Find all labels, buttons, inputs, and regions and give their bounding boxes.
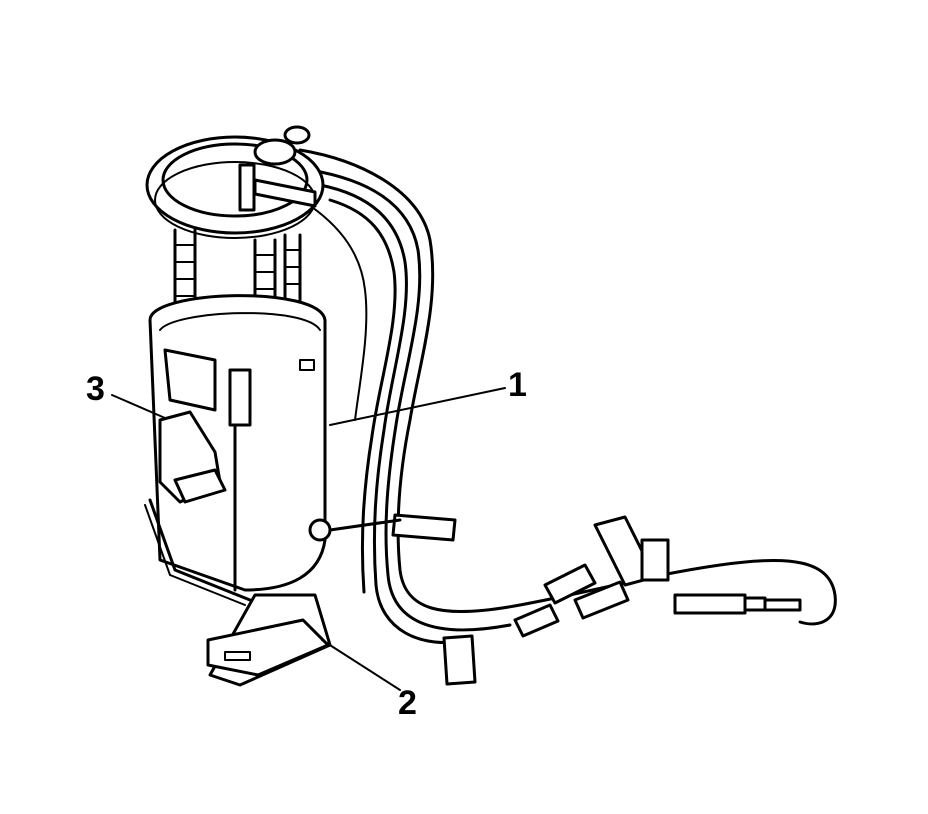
leader-line-2 <box>321 639 401 691</box>
strainer <box>206 593 332 687</box>
callout-1: 1 <box>508 366 527 404</box>
callout-3: 3 <box>86 370 105 408</box>
hose-tags <box>391 513 670 686</box>
fuel-lines <box>284 148 837 645</box>
callout-2: 2 <box>398 684 417 722</box>
fuel-level-sensor <box>144 410 252 606</box>
leader-line-3 <box>111 394 166 419</box>
leader-line-1 <box>329 387 506 426</box>
leader-lines <box>111 387 506 691</box>
hose-connectors <box>513 563 802 638</box>
top-flange <box>145 125 325 239</box>
reservoir-canister <box>148 294 402 592</box>
